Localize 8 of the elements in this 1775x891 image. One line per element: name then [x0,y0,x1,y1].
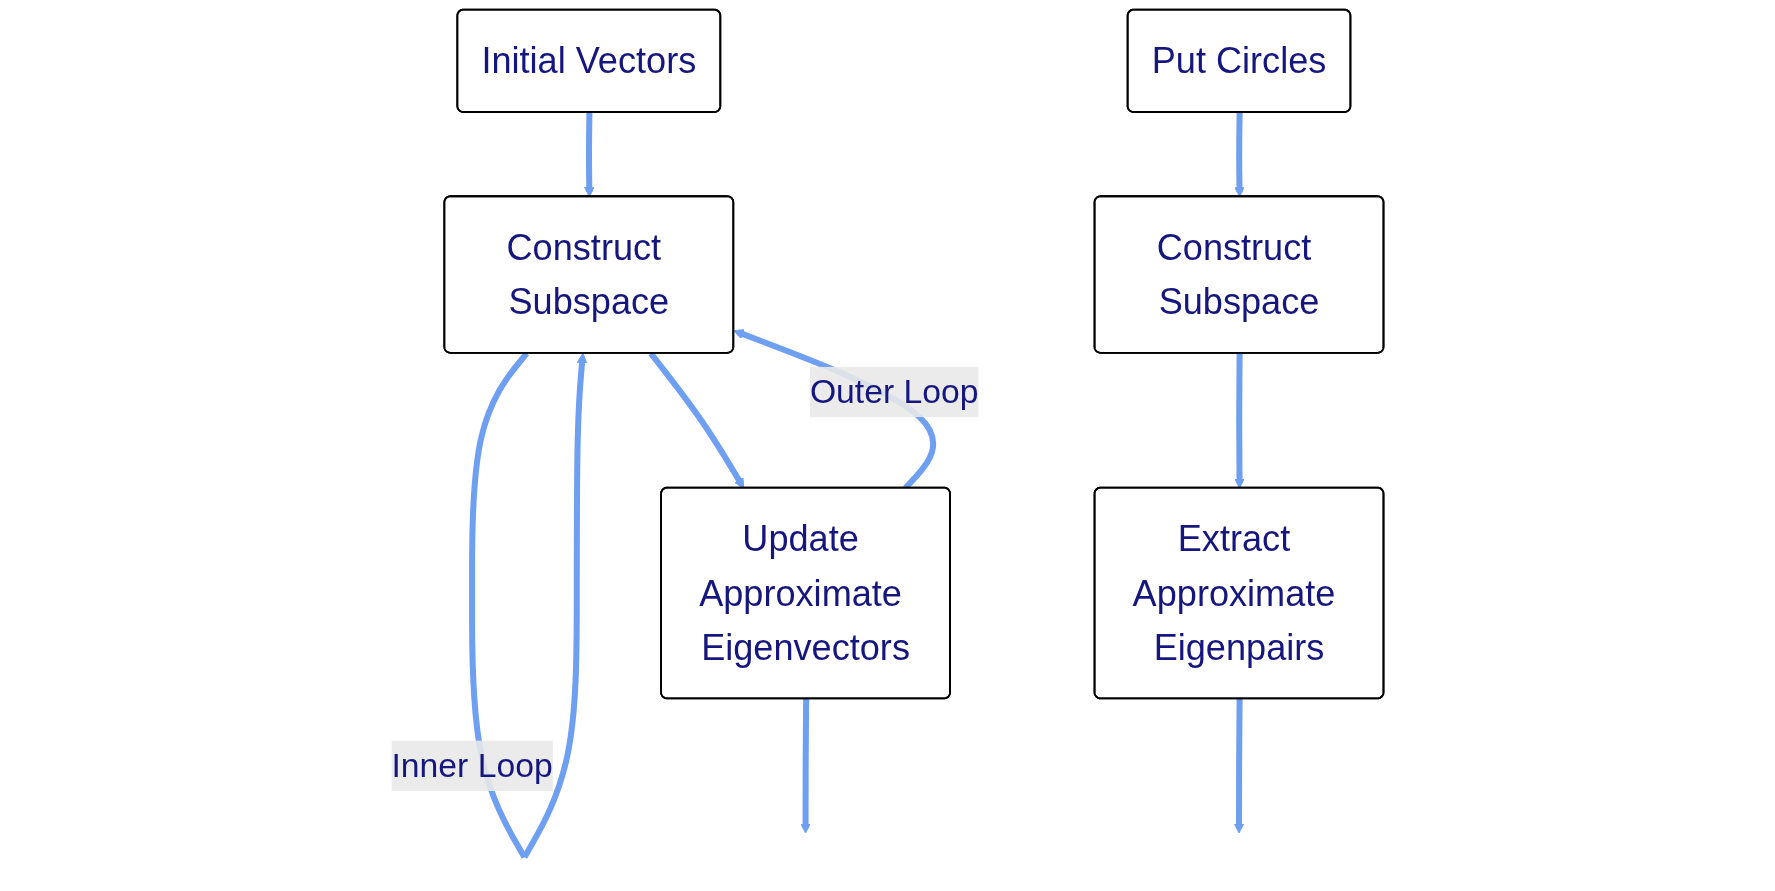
edge-label: Outer Loop [809,372,979,411]
arrow [800,698,811,834]
arrow [1233,698,1245,834]
arrow [648,351,745,489]
arrow [1234,353,1245,489]
edge-label: Inner Loop [391,746,553,784]
arrow [1234,112,1245,198]
arrow [584,112,595,198]
